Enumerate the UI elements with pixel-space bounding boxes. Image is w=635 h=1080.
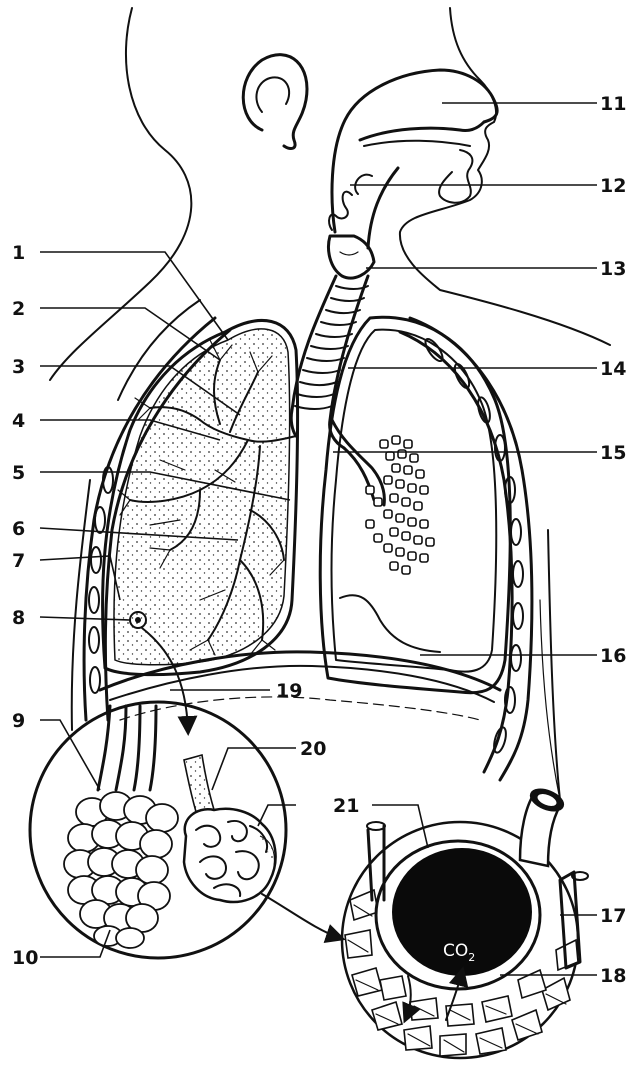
label-15: 15 — [600, 442, 626, 464]
label-11: 11 — [600, 93, 626, 115]
label-6: 6 — [12, 518, 25, 540]
label-12: 12 — [600, 175, 626, 197]
label-18: 18 — [600, 965, 626, 987]
label-10: 10 — [12, 947, 38, 969]
nasal-cavity-pharynx — [329, 70, 497, 248]
label-9: 9 — [12, 710, 25, 732]
label-14: 14 — [600, 358, 626, 380]
label-19: 19 — [276, 680, 302, 702]
label-3: 3 — [12, 356, 25, 378]
body-outline — [50, 8, 610, 800]
bronchiole-cluster — [366, 436, 434, 574]
label-7: 7 — [12, 550, 25, 572]
label-20: 20 — [300, 738, 326, 760]
label-4: 4 — [12, 410, 25, 432]
label-8: 8 — [12, 607, 25, 629]
label-5: 5 — [12, 462, 25, 484]
ear — [243, 55, 307, 149]
alveoli-magnified-view — [30, 702, 286, 958]
label-2: 2 — [12, 298, 25, 320]
alveolus-capillaries — [342, 785, 588, 1058]
label-17: 17 — [600, 905, 626, 927]
label-21: 21 — [333, 795, 359, 817]
label-16: 16 — [600, 645, 626, 667]
label-13: 13 — [600, 258, 626, 280]
label-1: 1 — [12, 242, 25, 264]
